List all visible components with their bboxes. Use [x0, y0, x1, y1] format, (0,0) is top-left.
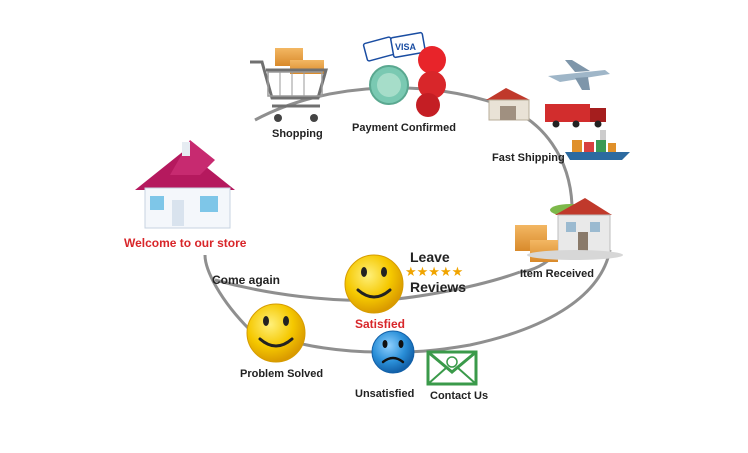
- leave-label: Leave: [410, 249, 450, 265]
- review-stars: ★★★★★: [405, 264, 464, 279]
- problem-solved-label: Problem Solved: [240, 368, 324, 380]
- journey-path-left: [203, 254, 252, 332]
- envelope-icon: [426, 350, 478, 386]
- visa-card-label: VISA: [395, 42, 417, 52]
- item-received-label: Item Received: [520, 268, 594, 280]
- satisfied-label: Satisfied: [355, 317, 406, 331]
- warehouse-icon: [486, 88, 530, 121]
- ship-icon: [565, 130, 630, 160]
- payment-confirmed-label: Payment Confirmed: [352, 122, 456, 134]
- unsatisfied-label: Unsatisfied: [355, 388, 415, 400]
- smiley-icon: [246, 303, 306, 363]
- reviews-label: Reviews: [410, 279, 467, 295]
- journey-path-outer: [399, 249, 612, 354]
- truck-icon: [545, 104, 606, 128]
- delivered-house-icon: [515, 198, 623, 262]
- sad-face-icon: [371, 330, 415, 374]
- smiley-icon: [344, 254, 404, 314]
- house-icon: [135, 140, 235, 229]
- welcome-label: Welcome to our store: [124, 236, 247, 250]
- come-again-label: Come again: [212, 273, 281, 287]
- contact-us-label: Contact Us: [430, 390, 489, 402]
- fast-shipping-label: Fast Shipping: [492, 152, 565, 164]
- cart-icon: [250, 48, 328, 122]
- shopping-label: Shopping: [272, 128, 323, 140]
- airplane-icon: [548, 60, 610, 90]
- credit-cards-icon: VISA: [362, 31, 446, 117]
